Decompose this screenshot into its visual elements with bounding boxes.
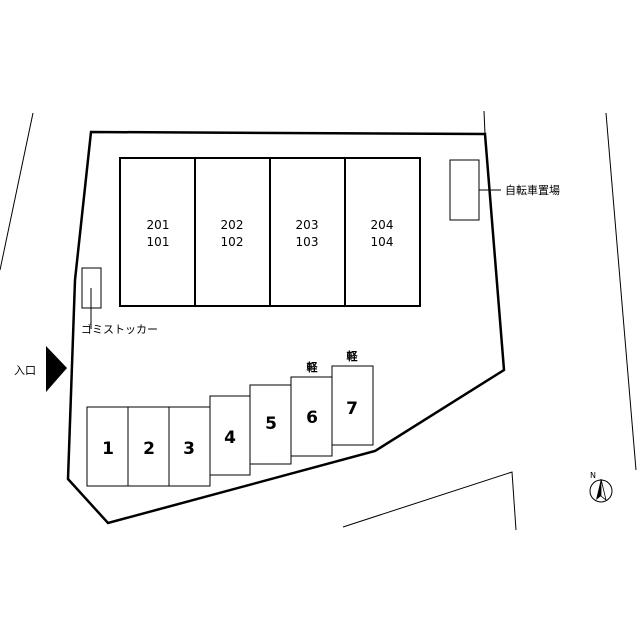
unit-1-upper: 201: [147, 218, 170, 232]
unit-4-upper: 204: [371, 218, 394, 232]
parking-tag-6: 軽: [307, 360, 319, 374]
parking-number-4: 4: [224, 428, 236, 448]
building: 201 101 202 102 203 103 204 104: [119, 157, 421, 307]
unit-4-lower: 104: [371, 235, 394, 249]
parking-number-1: 1: [102, 439, 114, 459]
parking-number-2: 2: [143, 439, 155, 459]
garbage-stocker-label: ゴミストッカー: [81, 322, 158, 336]
north-arrow-outline-icon: [600, 478, 607, 502]
unit-block-2: [194, 157, 271, 307]
entrance-arrow-icon: [46, 346, 67, 392]
parking-tag-7: 軽: [347, 349, 359, 363]
bicycle-parking-label: 自転車置場: [505, 183, 560, 197]
parking-space-7: [331, 365, 374, 446]
unit-block-1: [119, 157, 196, 307]
road-line-left: [0, 112, 34, 271]
unit-block-4: [344, 157, 421, 307]
parking-number-7: 7: [346, 399, 358, 419]
unit-2-upper: 202: [221, 218, 244, 232]
unit-2-lower: 102: [221, 235, 244, 249]
parking-area: 1 2 3 4 5 6 7 軽 軽: [86, 349, 374, 487]
north-label: N: [590, 471, 596, 480]
unit-1-lower: 101: [147, 235, 170, 249]
unit-block-3: [269, 157, 346, 307]
road-line-right: [605, 112, 637, 471]
north-arrow-icon: [596, 479, 601, 500]
bicycle-parking-area: [449, 159, 480, 221]
parking-number-6: 6: [306, 408, 318, 428]
site-boundary: [66, 130, 506, 525]
parking-number-3: 3: [183, 439, 195, 459]
north-compass: N: [589, 471, 613, 503]
road-line-top-right: [483, 110, 486, 135]
unit-3-lower: 103: [296, 235, 319, 249]
unit-3-upper: 203: [296, 218, 319, 232]
entrance-label: 入口: [14, 364, 36, 377]
parking-number-5: 5: [265, 414, 277, 434]
road-line-bottom: [342, 471, 517, 531]
